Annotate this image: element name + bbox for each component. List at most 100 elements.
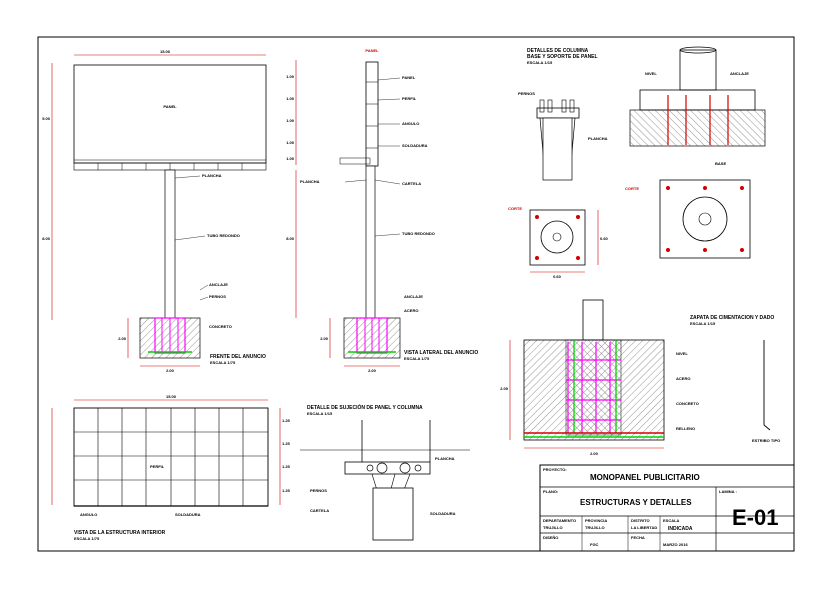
structure-view-title: VISTA DE LA ESTRUCTURA INTERIOR (74, 530, 166, 536)
column-top-tube (679, 49, 717, 91)
plate-note-front: PLANCHA (202, 173, 222, 178)
structure-view-scale: ESCALA 1/75 (74, 536, 100, 541)
column-top-pedestal (629, 109, 766, 147)
column-details: DETALLES DE COLUMNA BASE Y SOPORTE DE PA… (508, 46, 766, 279)
side-h3: 1.00 (286, 118, 295, 123)
side-plate-note: PLANCHA (300, 179, 320, 184)
panel-label: PANEL (163, 104, 177, 109)
col-plate-note: PLANCHA (588, 136, 608, 141)
footing-title: ZAPATA DE CIMENTACION Y DADO (690, 315, 774, 321)
footing-fill-note: RELLENO (676, 426, 695, 431)
col-level-note: NIVEL (645, 71, 657, 76)
sheet-border (37, 36, 795, 552)
tb-project-name: MONOPANEL PUBLICITARIO (590, 473, 700, 482)
column-plan-right (659, 179, 751, 259)
side-profile-note: PERFIL (402, 96, 417, 101)
union-scale: ESCALA 1/15 (307, 411, 333, 416)
col-base-note: BASE (715, 161, 726, 166)
tb-dist-label: DISTRITO (631, 518, 650, 523)
grid-h4: 1.25 (282, 488, 291, 493)
tb-date-value: MARZO 2016 (663, 542, 688, 547)
union-detail: DETALLE DE SUJECIÓN DE PANEL Y COLUMNA E… (300, 403, 470, 541)
title-block-frame (539, 464, 795, 552)
column-title: DETALLES DE COLUMNA (527, 48, 589, 54)
side-h1: 1.00 (286, 74, 295, 79)
front-width-dim: 15.00 (160, 49, 171, 54)
tb-sheet-code: E-01 (732, 505, 779, 530)
union-column (372, 487, 414, 541)
union-title: DETALLE DE SUJECIÓN DE PANEL Y COLUMNA (307, 403, 423, 411)
side-tube-note: TUBO REDONDO (402, 231, 435, 236)
front-column-height-dim: 8.00 (42, 236, 51, 241)
column-subtitle: BASE Y SOPORTE DE PANEL (527, 54, 598, 60)
anchor-note-front: ANCLAJE (209, 282, 228, 287)
grid-angle-note: ANGULO (80, 512, 97, 517)
col-corte-b: CORTE (625, 186, 639, 191)
col-anchor-note: ANCLAJE (730, 71, 749, 76)
col-bolt-note: PERNOS (518, 91, 535, 96)
side-h2: 1.00 (286, 96, 295, 101)
union-bolt-note: PERNOS (310, 488, 327, 493)
front-base-h: 2.00 (118, 336, 127, 341)
tb-date-label: FECHA (631, 535, 645, 540)
tube-note: TUBO REDONDO (207, 233, 240, 238)
side-view-scale: ESCALA 1/75 (404, 356, 430, 361)
footing-concrete-note: CONCRETO (676, 401, 699, 406)
tb-plano-name: ESTRUCTURAS Y DETALLES (580, 498, 692, 507)
side-h4: 1.00 (286, 140, 295, 145)
side-weld-note: SOLDADURA (402, 143, 428, 148)
union-plate (344, 461, 431, 475)
col-corte-a: CORTE (508, 206, 522, 211)
side-base-h: 2.00 (320, 336, 329, 341)
side-view-title: VISTA LATERAL DEL ANUNCIO (404, 350, 478, 356)
tb-dept-value: TRUJILLO (543, 525, 563, 530)
side-anchor-note: ANCLAJE (404, 294, 423, 299)
grid-profile-note: PERFIL (150, 464, 165, 469)
plate-h-dim: 0.60 (600, 236, 609, 241)
side-stiffener-note: CARTELA (402, 181, 421, 186)
side-col-dim: 8.00 (286, 236, 295, 241)
side-h5: 1.00 (286, 156, 295, 161)
column-tube (164, 169, 176, 319)
structure-view: 15.00 1.25 1.25 1.25 1.25 PERFIL ANGULO … (51, 394, 291, 541)
front-base-w: 2.00 (166, 368, 175, 373)
side-panel-frame (365, 61, 379, 167)
billboard-panel (73, 64, 267, 164)
tb-scale-value: INDICADA (668, 526, 693, 532)
tb-project-label: PROYECTO: (543, 467, 567, 472)
front-view: 15.00 5.00 8.00 PANEL TUBO REDONDO PLANC… (42, 49, 267, 373)
tb-scale-label: ESCALA (663, 518, 680, 523)
tb-design-value: FGC (590, 542, 599, 547)
tb-prov-label: PROVINCIA (585, 518, 608, 523)
grid-weld-note: SOLDADURA (175, 512, 201, 517)
union-stiffener-note: CARTELA (310, 508, 329, 513)
front-panel-height-dim: 5.00 (42, 116, 51, 121)
grid-width-dim: 15.00 (166, 394, 177, 399)
grid-h3: 1.25 (282, 464, 291, 469)
footing-scale: ESCALA 1/15 (690, 321, 716, 326)
side-angle-note: ANGULO (402, 121, 419, 126)
side-top-tag: PANEL (365, 48, 379, 53)
footing-w-dim: 2.00 (590, 451, 599, 456)
footing-rebar-note: ACERO (676, 376, 690, 381)
tb-lamina-label: LAMINA : (719, 489, 737, 494)
union-weld-note: SOLDADURA (430, 511, 456, 516)
plate-w-dim: 0.60 (553, 274, 562, 279)
grid-h1: 1.25 (282, 418, 291, 423)
side-rebar-note: ACERO (404, 308, 418, 313)
tb-dept-label: DEPARTAMENTO (543, 518, 577, 523)
concrete-note-front: CONCRETO (209, 324, 232, 329)
side-panel-note: PANEL (402, 75, 416, 80)
tb-dist-value: LA LIBERTAD (631, 525, 658, 530)
stirrup-label: ESTRIBO TIPO (752, 438, 780, 443)
column-scale: ESCALA 1/15 (527, 60, 553, 65)
column-plan-left (529, 209, 586, 266)
tb-plano-label: PLANO: (543, 489, 559, 494)
union-plate-note: PLANCHA (435, 456, 455, 461)
footing-column (582, 299, 604, 341)
column-base-elev (542, 117, 573, 181)
side-base-w: 2.00 (368, 368, 377, 373)
tb-prov-value: TRUJILLO (585, 525, 605, 530)
bolt-note-front: PERNOS (209, 294, 226, 299)
